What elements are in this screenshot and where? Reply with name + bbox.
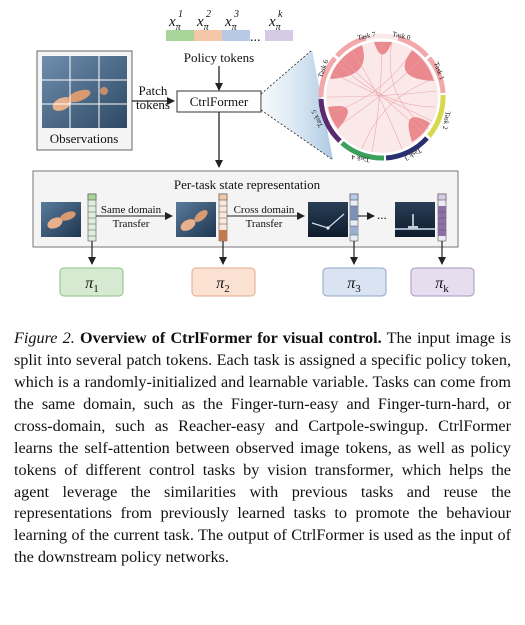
policy-network-3: π3 [322, 267, 387, 297]
policy-token-bar: ... [166, 30, 293, 45]
task-label-2: Task 2 [441, 111, 452, 131]
policy-token-ellipsis: ... [250, 30, 261, 45]
task-label-0: Task 0 [392, 30, 412, 42]
figure-caption: Figure 2. Overview of CtrlFormer for vis… [14, 328, 511, 569]
task-label-4: Task 4 [350, 153, 370, 164]
policy-tokens-label: Policy tokens [184, 50, 254, 65]
policy-token-2: xπ [196, 14, 210, 33]
policy-token-3: xπ [224, 14, 238, 33]
per-task-representation-panel [32, 170, 459, 248]
policy-token-1: xπ [168, 14, 182, 33]
observations-panel: Observations [36, 50, 133, 151]
task-token-stack-1 [87, 193, 97, 242]
frame-ellipsis: ... [377, 207, 387, 222]
policy-network-2: π2 [191, 267, 256, 297]
policy-token-block-1 [166, 30, 194, 41]
task-label-7: Task 7 [357, 30, 377, 42]
svg-text:π2: π2 [216, 275, 230, 295]
policy-token-block-3 [222, 30, 250, 41]
policy-token-k-sup: k [278, 9, 283, 20]
svg-text:π1: π1 [85, 275, 99, 295]
policy-network-k: πk [410, 267, 475, 297]
policy-token-k: xπ [268, 14, 282, 33]
policy-network-1: π1 [59, 267, 124, 297]
task-token-stack-k [437, 193, 447, 242]
observations-label: Observations [50, 131, 119, 146]
task-frame-1 [41, 202, 81, 237]
task-token-stack-3 [349, 193, 359, 242]
ctrlformer-label: CtrlFormer [190, 94, 249, 109]
per-task-label: Per-task state representation [174, 177, 321, 192]
caption-figure-label: Figure 2. [14, 329, 75, 348]
task-token-stack-2 [218, 193, 228, 242]
caption-body: The input image is split into several pa… [14, 329, 512, 567]
policy-token-block-2 [194, 30, 222, 41]
svg-text:πk: πk [435, 275, 449, 295]
attention-zoom-fan [261, 50, 333, 160]
ctrlformer-overview-diagram: xπ 1 xπ 2 xπ 3 xπ k ... Policy tokens Ob… [32, 9, 475, 297]
policy-token-3-sup: 3 [233, 9, 239, 20]
policy-token-2-sup: 2 [206, 9, 211, 20]
task-frame-2 [176, 202, 216, 237]
svg-text:π3: π3 [347, 275, 361, 295]
policy-token-labels: xπ 1 xπ 2 xπ 3 xπ k [168, 9, 283, 33]
attention-chord-diagram [318, 33, 446, 161]
caption-title: Overview of CtrlFormer for visual contro… [80, 329, 382, 348]
policy-token-block-k [265, 30, 293, 41]
task-frame-k [395, 202, 435, 237]
task-frame-3 [308, 202, 348, 237]
policy-token-1-sup: 1 [178, 9, 183, 20]
